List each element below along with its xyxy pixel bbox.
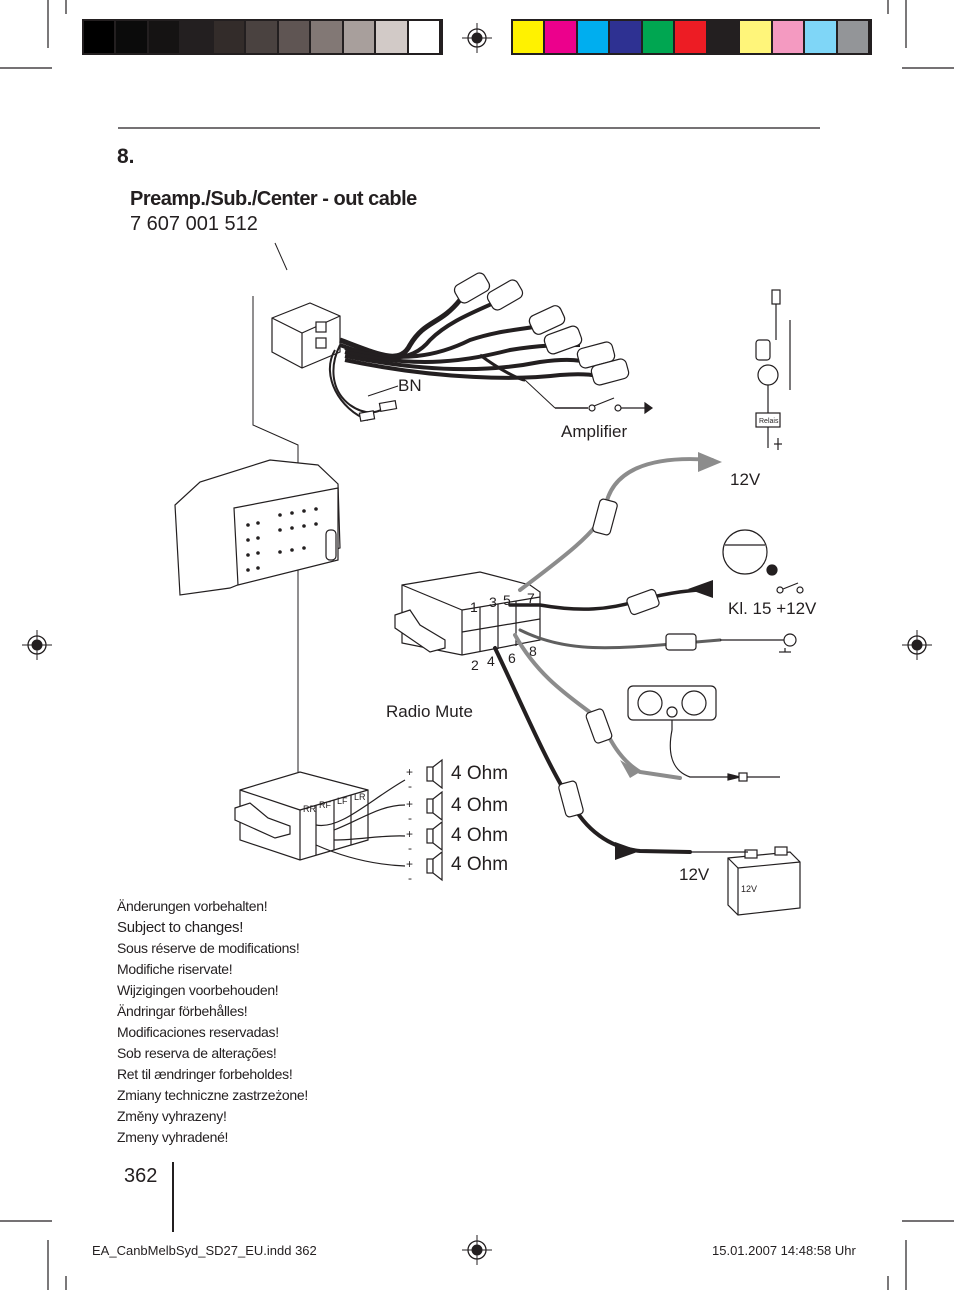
bn-label: BN: [398, 376, 422, 395]
color-swatch: [376, 21, 407, 53]
speaker-impedance-label: 4 Ohm: [451, 825, 509, 846]
footer-filename: EA_CanbMelbSyd_SD27_EU.indd 362: [92, 1243, 317, 1258]
color-swatch: [577, 21, 609, 53]
registration-mark-right: [902, 630, 932, 660]
svg-text:-: -: [408, 871, 412, 885]
color-swatch: [610, 21, 641, 53]
color-swatch: [343, 21, 375, 53]
speakers: +- +- +- +-: [406, 758, 443, 885]
color-swatch: [408, 21, 439, 53]
disclaimer-sv: Ändringar förbehålles!: [117, 1003, 248, 1019]
power-antenna: Relais: [755, 289, 791, 450]
battery-label: 12V: [741, 884, 757, 894]
ignition-switch: [722, 529, 804, 594]
color-swatch: [278, 21, 310, 53]
color-swatch: [246, 21, 277, 53]
color-swatch: [148, 21, 180, 53]
pin-number: 7: [527, 590, 535, 606]
channel-label: LF: [337, 796, 348, 806]
disclaimer-da: Ret til ændringer forbeholdes!: [117, 1066, 293, 1082]
color-swatch: [707, 21, 739, 53]
gray-color-bar: [82, 19, 443, 55]
arrowheads: [615, 452, 722, 860]
color-swatch: [772, 21, 804, 53]
radio-chassis: [174, 459, 341, 596]
instrument-cluster: [627, 685, 780, 782]
process-color-bar: [511, 19, 872, 55]
svg-text:+: +: [406, 797, 413, 811]
color-swatch: [84, 21, 115, 53]
svg-text:-: -: [408, 841, 412, 855]
iso-connector: [394, 571, 541, 656]
color-swatch: [545, 21, 576, 53]
speaker-output-box: [234, 771, 406, 867]
pin-number: 5: [503, 592, 511, 608]
disclaimer-cs: Změny vyhrazeny!: [117, 1108, 227, 1124]
12v-battery-label: 12V: [679, 865, 710, 884]
disclaimer-de: Änderungen vorbehalten!: [117, 898, 268, 914]
pin-number: 3: [489, 594, 497, 610]
footer-datetime: 15.01.2007 14:48:58 Uhr: [712, 1243, 856, 1258]
rca-plugs: [453, 272, 630, 386]
disclaimer-en: Subject to changes!: [117, 919, 244, 936]
leader-lines: [252, 242, 299, 772]
amplifier-label: Amplifier: [561, 422, 628, 441]
color-swatch: [116, 21, 147, 53]
page-number: 362: [124, 1165, 158, 1187]
color-swatch: [642, 21, 674, 53]
channel-label: RR: [303, 804, 316, 814]
speaker-impedance-label: 4 Ohm: [451, 763, 509, 784]
svg-text:+: +: [406, 827, 413, 841]
speaker-icon: [426, 758, 443, 790]
disclaimer-fr: Sous réserve de modifications!: [117, 940, 300, 956]
registration-mark-left: [22, 630, 52, 660]
svg-text:-: -: [408, 779, 412, 793]
color-swatch: [805, 21, 836, 53]
disclaimer-pl: Zmiany techniczne zastrzeżone!: [117, 1087, 308, 1103]
disclaimer-nl: Wijzigingen voorbehouden!: [117, 982, 279, 998]
pin-number: 2: [471, 657, 479, 673]
speaker-icon: [426, 850, 443, 882]
speaker-impedance-label: 4 Ohm: [451, 795, 509, 816]
section-number: 8.: [117, 145, 135, 168]
color-swatch: [740, 21, 771, 53]
speaker-impedance-label: 4 Ohm: [451, 854, 509, 875]
registration-mark-bottom: [462, 1235, 492, 1265]
pin-number: 4: [487, 653, 495, 669]
channel-label: RF: [319, 800, 331, 810]
relais-label: Relais: [759, 418, 779, 425]
color-swatch: [675, 21, 706, 53]
wire-connectors: [558, 498, 797, 818]
pin-number: 1: [470, 599, 478, 615]
pin-numbers: 1 3 5 7 2 4 6 8: [470, 590, 537, 673]
rca-cable-assembly: [271, 272, 654, 422]
speaker-icon: [426, 820, 443, 852]
cable-part-number: 7 607 001 512: [130, 213, 258, 235]
pin-number: 6: [508, 650, 516, 666]
color-swatch: [837, 21, 868, 53]
svg-text:+: +: [406, 765, 413, 779]
channel-labels: RR RF LF LR: [303, 792, 366, 814]
disclaimer-it: Modifiche riservate!: [117, 961, 233, 977]
battery: 12V: [690, 846, 801, 916]
radio-mute-label: Radio Mute: [386, 702, 473, 721]
svg-text:-: -: [408, 811, 412, 825]
color-swatch: [311, 21, 342, 53]
cable-title: Preamp./Sub./Center - out cable: [130, 188, 417, 210]
channel-label: LR: [354, 792, 366, 802]
12v-antenna-label: 12V: [730, 470, 761, 489]
speaker-icon: [426, 790, 443, 822]
disclaimer-es: Modificaciones reservadas!: [117, 1024, 279, 1040]
pin-number: 8: [529, 643, 537, 659]
svg-text:+: +: [406, 857, 413, 871]
color-swatch: [513, 21, 544, 53]
disclaimer-pt: Sob reserva de alterações!: [117, 1045, 277, 1061]
color-swatch: [213, 21, 245, 53]
disclaimer-sk: Zmeny vyhradené!: [117, 1129, 229, 1145]
color-swatch: [181, 21, 212, 53]
registration-mark-top: [462, 23, 492, 53]
kl15-label: Kl. 15 +12V: [728, 599, 817, 618]
